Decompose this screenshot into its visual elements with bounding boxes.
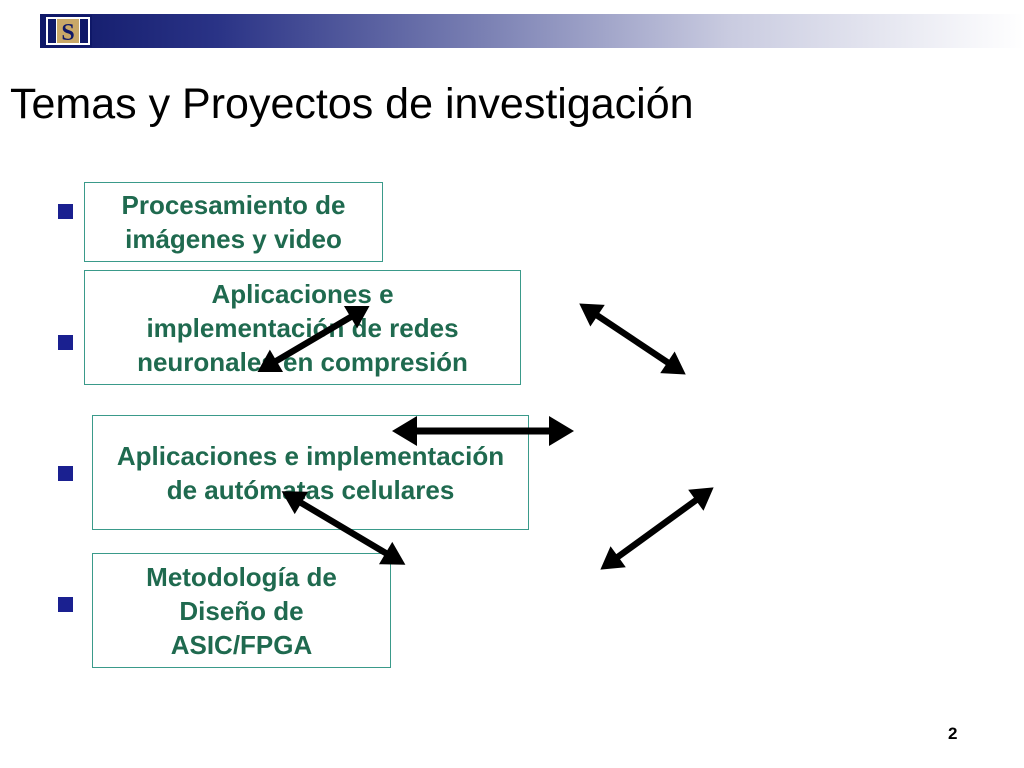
header-gradient-bar bbox=[40, 14, 1024, 48]
topic-label: Aplicaciones e implementación de redes n… bbox=[137, 278, 468, 377]
topic-box-asic-fpga: Metodología de Diseño de ASIC/FPGA bbox=[92, 553, 391, 668]
bullet-square-1 bbox=[58, 204, 73, 219]
topic-label: Aplicaciones e implementación de autómat… bbox=[116, 440, 505, 505]
logo-letter: S bbox=[61, 20, 74, 46]
topic-box-cellular-automata: Aplicaciones e implementación de autómat… bbox=[92, 415, 529, 530]
bullet-square-3 bbox=[58, 466, 73, 481]
double-arrow-5 bbox=[600, 487, 714, 570]
topic-box-neural-networks: Aplicaciones e implementación de redes n… bbox=[84, 270, 521, 385]
university-logo-icon: S bbox=[44, 15, 92, 47]
topic-box-image-video: Procesamiento de imágenes y video bbox=[84, 182, 383, 262]
bullet-square-4 bbox=[58, 597, 73, 612]
page-number: 2 bbox=[948, 724, 958, 743]
topic-label: Metodología de Diseño de ASIC/FPGA bbox=[146, 561, 337, 660]
double-arrow-2 bbox=[579, 303, 686, 375]
topic-label: Procesamiento de imágenes y video bbox=[121, 190, 346, 254]
bullet-square-2 bbox=[58, 335, 73, 350]
page-title: Temas y Proyectos de investigación bbox=[10, 80, 694, 128]
